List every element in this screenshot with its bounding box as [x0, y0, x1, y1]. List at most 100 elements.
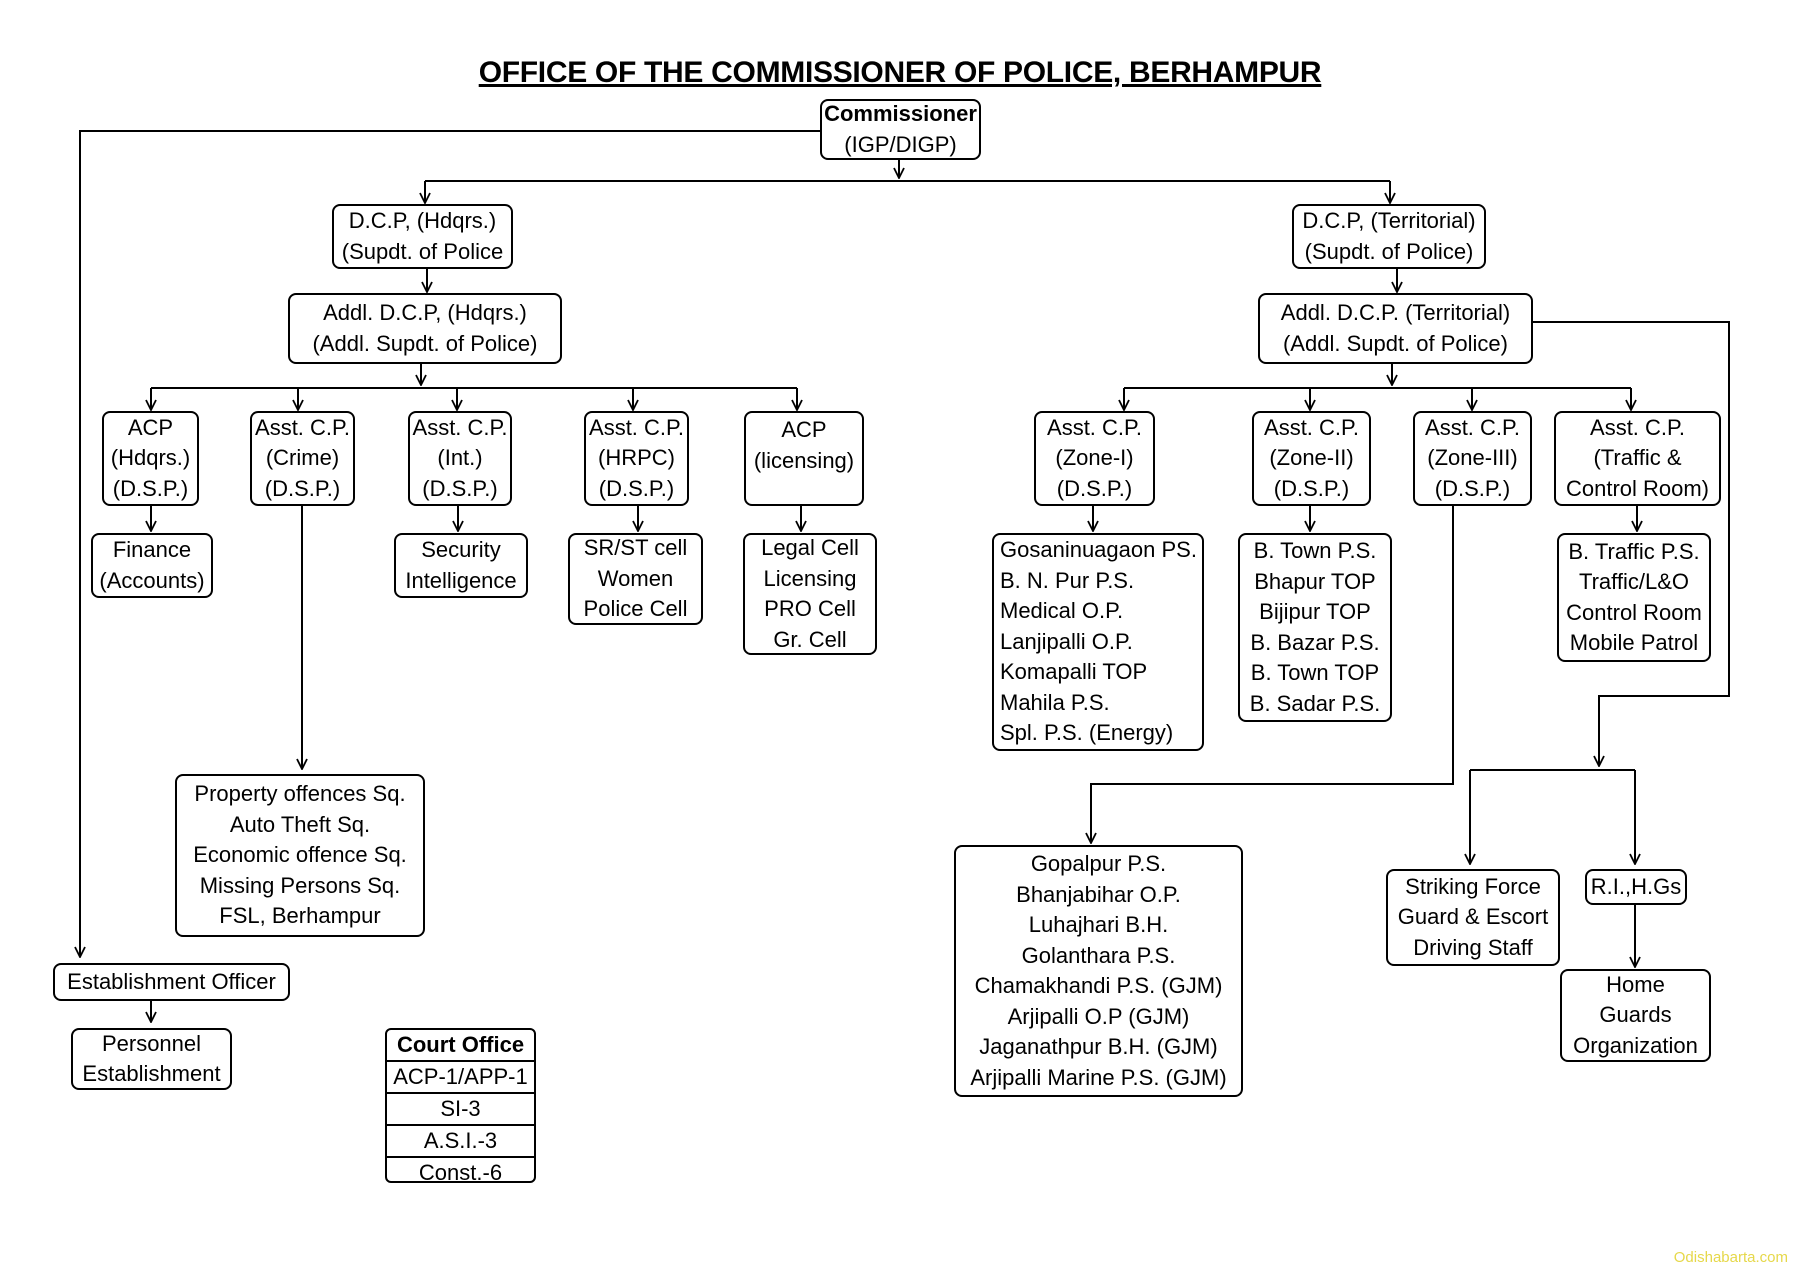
acp-traffic-box: Asst. C.P.(Traffic &Control Room)	[1554, 411, 1721, 506]
box-line: Asst. C.P.	[1590, 414, 1685, 440]
box-line: Arjipalli Marine P.S. (GJM)	[970, 1064, 1227, 1090]
box-line: B. Bazar P.S.	[1250, 629, 1380, 655]
page-title: OFFICE OF THE COMMISSIONER OF POLICE, BE…	[478, 56, 1322, 89]
commissioner-box: Commissioner (IGP/DIGP)	[820, 99, 981, 160]
box-line: Police Cell	[583, 596, 688, 622]
box-line: (D.S.P.)	[598, 475, 675, 501]
box-line: Asst. C.P.	[1264, 414, 1359, 440]
box-line: Jaganathpur B.H. (GJM)	[979, 1034, 1218, 1059]
box-line: D.C.P, (Hdqrs.)	[348, 208, 497, 233]
box-line: Lanjipalli O.P.	[1000, 628, 1133, 654]
box-line: D.C.P, (Territorial)	[1302, 208, 1476, 233]
addl-dcp-hq-box: Addl. D.C.P, (Hdqrs.) (Addl. Supdt. of Po…	[288, 293, 562, 364]
box-line: Women	[597, 565, 674, 591]
box-line: Traffic/L&O	[1578, 569, 1690, 594]
box-line: Asst. C.P.	[412, 414, 508, 440]
box-line: Asst. C.P.	[255, 414, 350, 440]
box-line: (HRPC)	[598, 445, 675, 471]
box-line: Missing Persons Sq.	[199, 872, 401, 898]
box-line: Bhanjabihar O.P.	[1016, 881, 1181, 907]
box-line: Property offences Sq.	[194, 781, 406, 807]
addl-terr-right-line	[1533, 321, 1730, 766]
box-line: Driving Staff	[1413, 934, 1533, 960]
addl-dcp-terr-box: Addl. D.C.P. (Territorial) (Addl. Supdt. …	[1258, 293, 1533, 364]
box-line: PRO Cell	[764, 596, 856, 621]
box-line: B. Town TOP	[1250, 660, 1380, 685]
box-line: Commissioner	[824, 101, 977, 126]
box-line: (Supdt. of Police	[341, 238, 504, 264]
acp-zone1-box: Asst. C.P.(Zone-I)(D.S.P.)	[1034, 411, 1155, 506]
box-line: Legal Cell	[761, 535, 859, 560]
box-line: (Addl. Supdt. of Police)	[1282, 330, 1508, 356]
establishment-officer-box: Establishment Officer	[53, 963, 290, 1001]
court-office-row: A.S.I.-3	[387, 1124, 534, 1156]
box-line: Establishment	[82, 1061, 221, 1086]
box-line: (Supdt. of Police)	[1304, 238, 1474, 264]
court-office-row: SI-3	[387, 1092, 534, 1124]
acp-zone2-box: Asst. C.P. (Zone-II) (D.S.P.)	[1252, 411, 1371, 506]
acp-zone3-to-units-line	[1091, 506, 1454, 843]
box-line: Finance	[112, 537, 192, 562]
box-line: Economic offence Sq.	[193, 842, 407, 868]
box-line: (Accounts)	[99, 567, 205, 593]
box-line: Guards	[1599, 1002, 1672, 1028]
box-line: Mahila P.S.	[1000, 689, 1110, 715]
acp-licensing-box: ACP (licensing)	[744, 411, 864, 506]
box-line: (Zone-I)	[1055, 445, 1134, 471]
court-office-heading: Court Office	[396, 1032, 525, 1057]
dcp-hq-box: D.C.P, (Hdqrs.) (Supdt. of Police	[332, 204, 513, 269]
box-line: Bijipur TOP	[1259, 599, 1371, 624]
box-line: (Traffic &	[1593, 445, 1682, 471]
finance-box: Finance (Accounts)	[91, 533, 213, 598]
box-line: (IGP/DIGP)	[844, 131, 957, 157]
box-line: Addl. D.C.P, (Hdqrs.)	[323, 300, 527, 325]
box-line: ACP	[127, 414, 174, 440]
commissioner-to-establishment-line	[80, 130, 820, 957]
box-line: Golanthara P.S.	[1021, 942, 1176, 968]
box-line: FSL, Berhampur	[219, 903, 381, 929]
box-line: SR/ST cell	[583, 535, 688, 561]
box-line: ACP	[781, 417, 827, 442]
box-line: (Crime)	[265, 445, 340, 471]
box-line: Intelligence	[405, 567, 517, 593]
box-line: B. Sadar P.S.	[1249, 690, 1381, 716]
box-line: Bhapur TOP	[1254, 568, 1376, 594]
box-line: Guard & Escort	[1397, 904, 1549, 930]
acp-hrpc-box: Asst. C.P.(HRPC)(D.S.P.)	[584, 411, 689, 506]
box-line: Addl. D.C.P. (Territorial)	[1280, 300, 1511, 325]
box-line: (D.S.P.)	[1273, 475, 1350, 501]
box-line: Licensing	[763, 565, 857, 591]
box-line: (licensing)	[753, 447, 855, 473]
box-line: (D.S.P.)	[1056, 475, 1133, 501]
box-line: Establishment Officer	[67, 968, 276, 994]
watermark: Odishabarta.com	[1673, 1249, 1788, 1266]
box-line: (D.S.P.)	[1434, 475, 1511, 501]
court-office-row: Const.-6	[387, 1156, 534, 1188]
acp-crime-box: Asst. C.P.(Crime)(D.S.P.)	[250, 411, 355, 506]
box-line: (Addl. Supdt. of Police)	[312, 330, 538, 356]
box-line: Striking Force	[1405, 873, 1541, 899]
ri-hgs-box: R.I.,H.Gs	[1585, 869, 1687, 905]
box-line: Luhajhari B.H.	[1028, 912, 1169, 937]
zone3-units-box: Gopalpur P.S.Bhanjabihar O.P.Luhajhari B…	[954, 845, 1243, 1097]
dcp-terr-box: D.C.P, (Territorial) (Supdt. of Police)	[1292, 204, 1486, 269]
box-line: R.I.,H.Gs	[1590, 873, 1682, 899]
box-line: (Zone-II)	[1269, 445, 1354, 471]
box-line: Security	[421, 537, 501, 562]
box-line: (D.S.P.)	[422, 475, 498, 501]
zone1-units-box: Gosaninuagaon PS.B. N. Pur P.S.Medical O…	[992, 533, 1204, 751]
box-line: B. Traffic P.S.	[1568, 538, 1700, 564]
box-line: Komapalli TOP	[1000, 659, 1148, 685]
box-line: Mobile Patrol	[1569, 630, 1699, 655]
box-line: Arjipalli O.P (GJM)	[1007, 1003, 1190, 1029]
box-line: Personnel	[101, 1030, 202, 1056]
box-line: Organization	[1573, 1032, 1698, 1058]
box-line: (D.S.P.)	[112, 475, 189, 501]
